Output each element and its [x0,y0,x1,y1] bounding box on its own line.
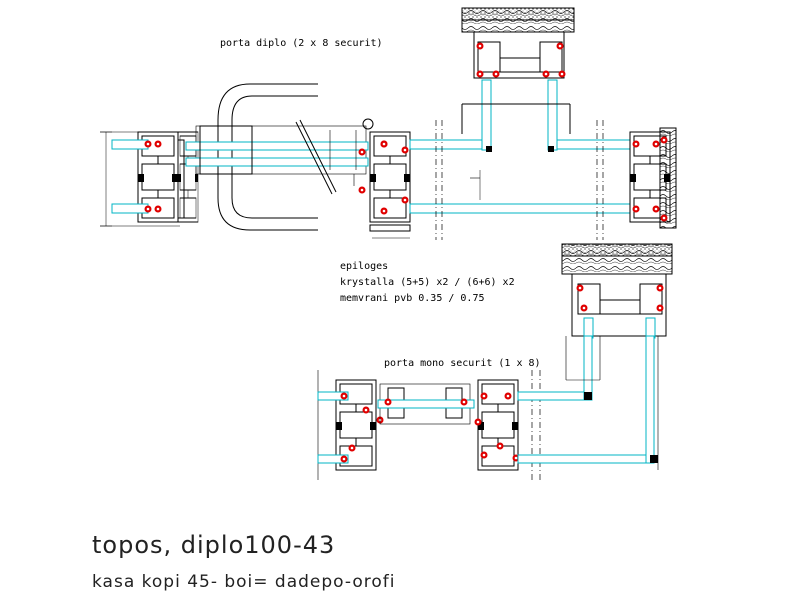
single-door-assembly [317,335,659,480]
options-heading: epiloges [340,261,388,272]
double-door-assembly [100,7,677,240]
drawing-title: topos, diplo100-43 [92,531,335,559]
double-door-label: porta diplo (2 x 8 securit) [220,38,383,49]
single-door-label: porta mono securit (1 x 8) [384,358,541,369]
glass-options-label: krystalla (5+5) x2 / (6+6) x2 [340,277,515,288]
single-door-header [561,243,673,339]
membrane-options-label: memvrani pvb 0.35 / 0.75 [340,293,485,304]
drawing-subtitle: kasa kopi 45- boi= dadepo-orofi [92,572,395,592]
